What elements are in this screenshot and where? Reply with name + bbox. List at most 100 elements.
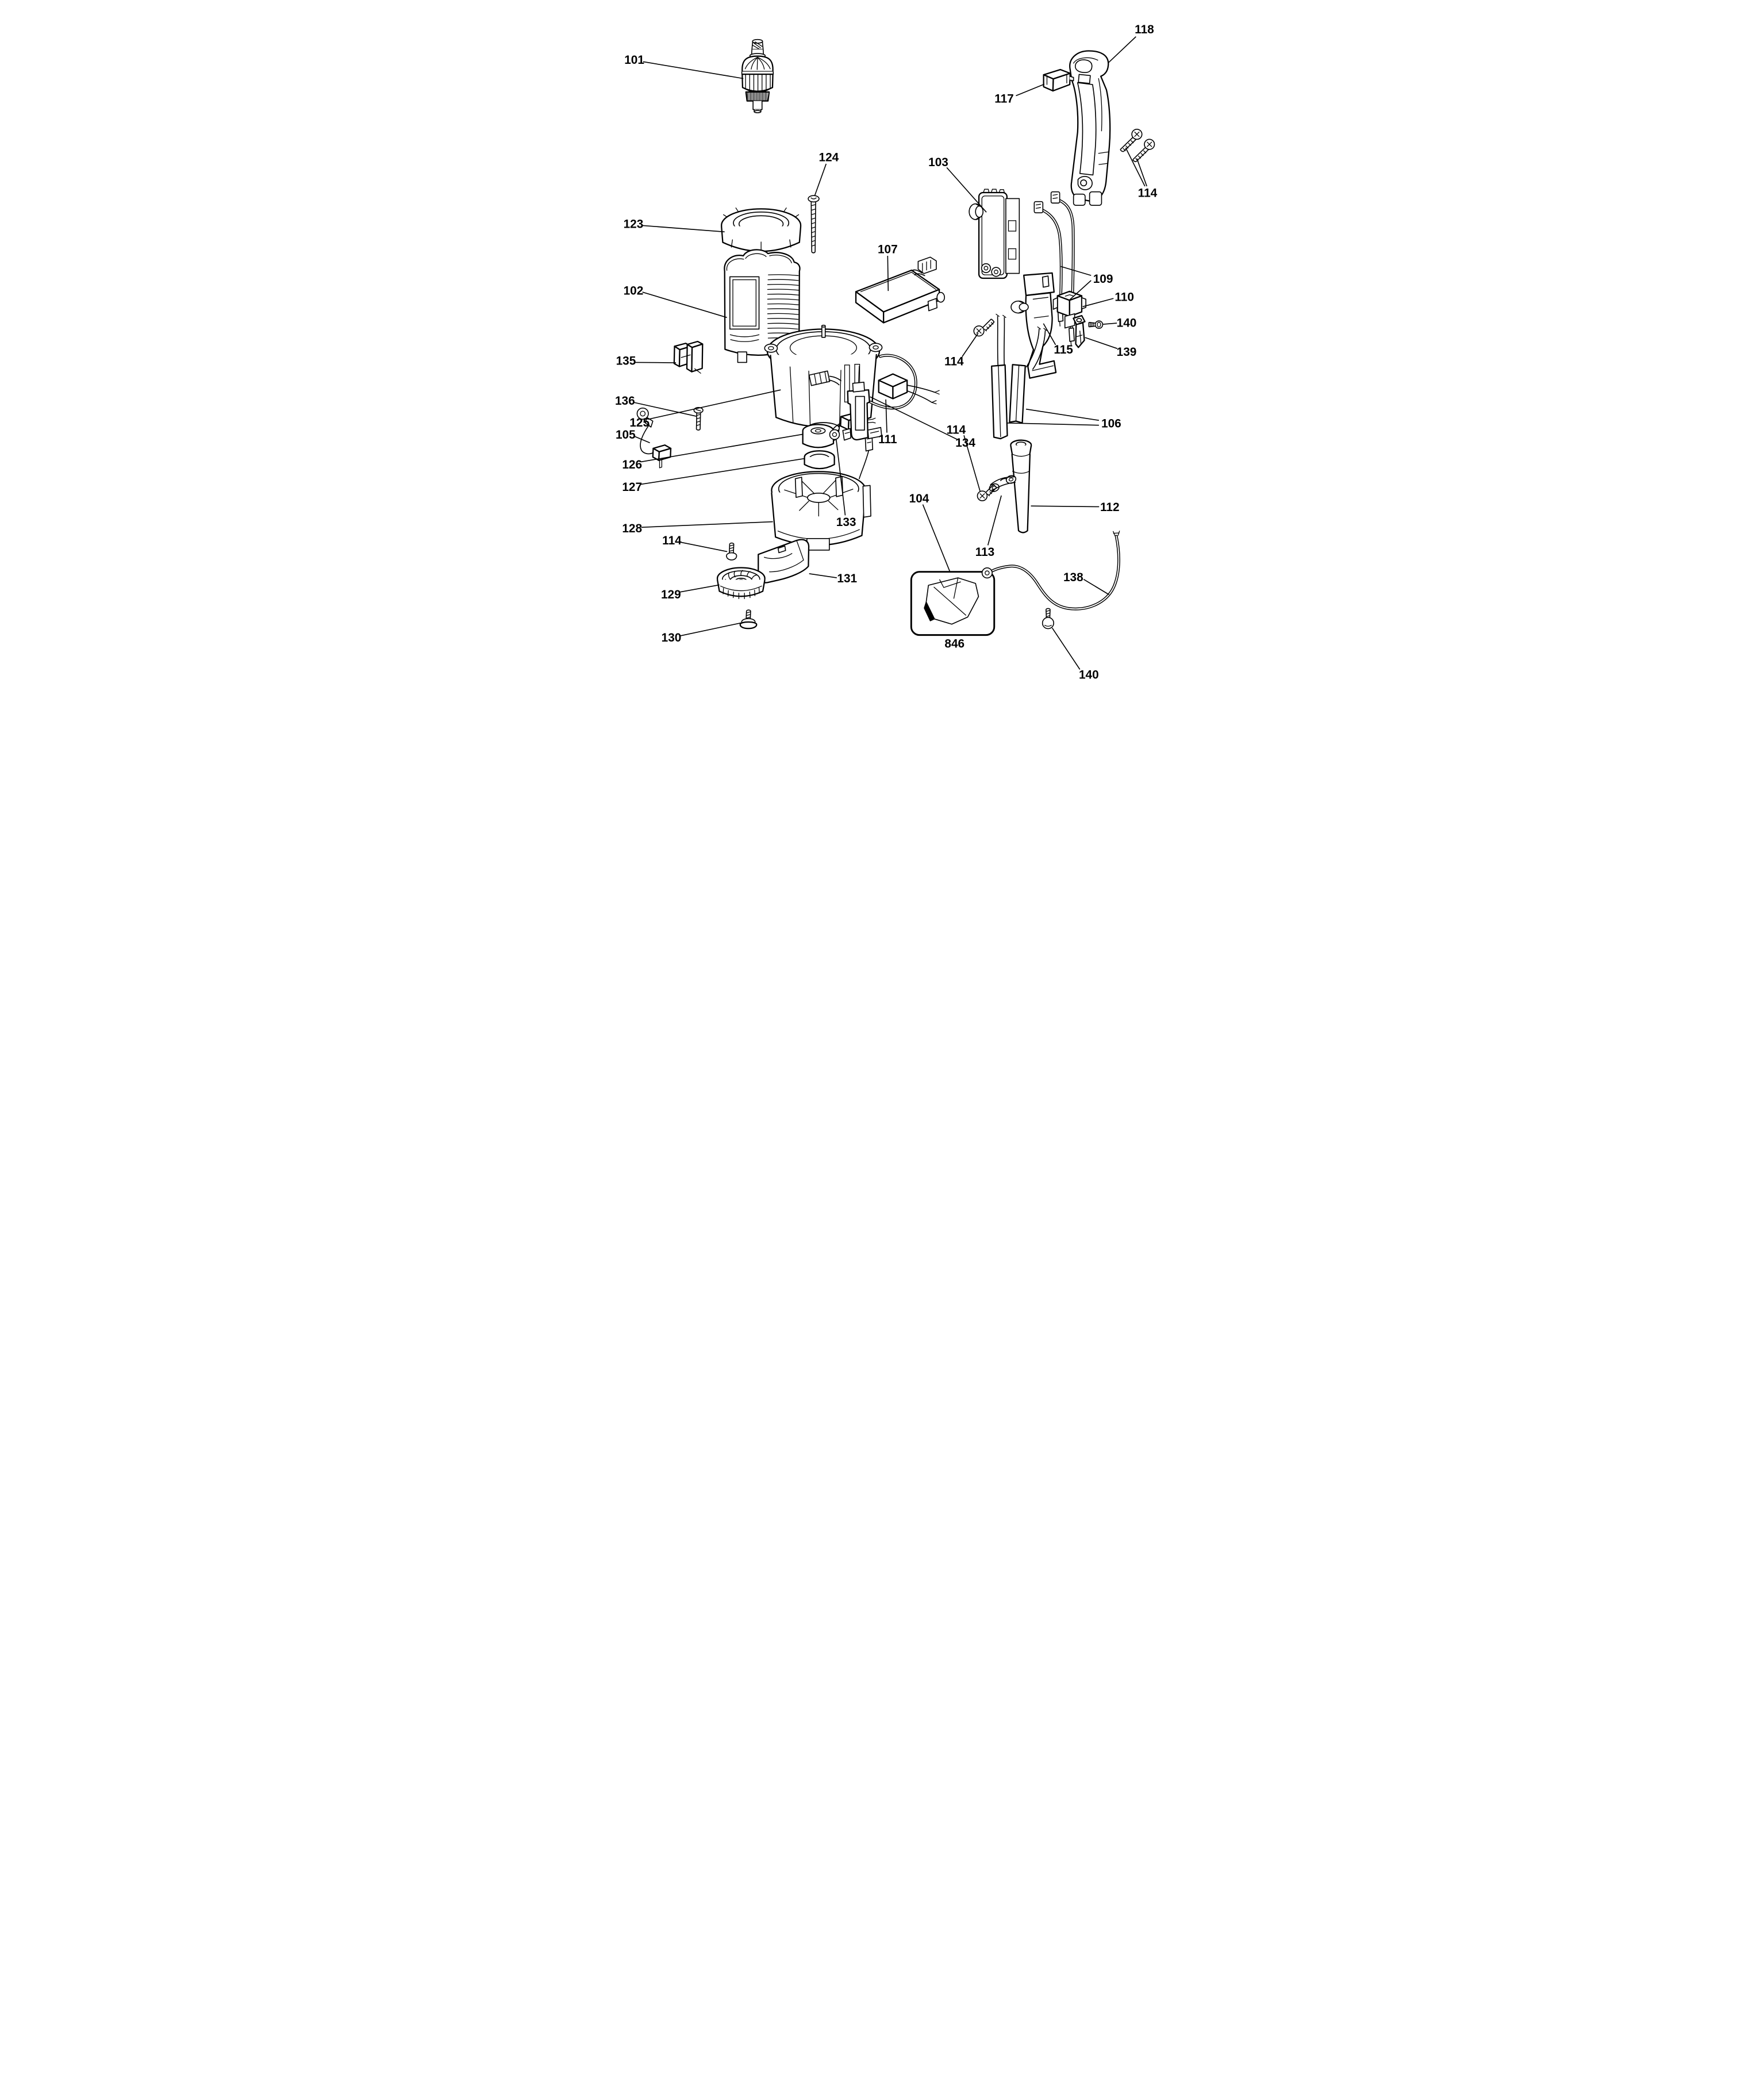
leader-line-114-b	[963, 435, 981, 492]
part-label-128: 128	[622, 522, 642, 535]
ring-127-drawing	[804, 450, 835, 470]
screw-130-drawing	[739, 609, 758, 629]
switch-103-drawing	[969, 189, 1020, 279]
leader-line-102	[642, 291, 727, 318]
brush-lead-105-drawing	[636, 407, 672, 469]
leader-line-113	[987, 495, 1002, 546]
leader-line-130	[680, 622, 743, 636]
ground-wire-138-drawing	[981, 531, 1120, 611]
bearing-126-drawing	[802, 424, 835, 448]
screw-114-bottom-drawing	[977, 484, 997, 501]
leader-line-134	[870, 396, 958, 440]
part-label-131: 131	[837, 572, 857, 585]
part-label-125: 125	[629, 416, 650, 429]
strain-relief-112-drawing	[1010, 439, 1032, 533]
handle-118-drawing	[1069, 50, 1111, 206]
wires-109-drawing	[1033, 191, 1075, 347]
part-label-126: 126	[622, 458, 642, 471]
part-label-133: 133	[836, 516, 856, 529]
leader-line-106	[1025, 408, 1100, 421]
leader-line-133	[836, 439, 846, 516]
part-label-109: 109	[1093, 272, 1113, 286]
screw-114-bottomleft-drawing	[726, 542, 737, 560]
leader-line-114-t-1	[1136, 158, 1147, 187]
fan-129-drawing	[716, 567, 766, 600]
part-label-117: 117	[994, 92, 1014, 105]
leader-line-109	[1060, 266, 1092, 276]
leader-line-114-m	[962, 333, 979, 358]
leader-line-114-bl	[681, 542, 728, 552]
exploded-parts-diagram: 1011241231021351361051251261271281141311…	[594, 0, 1166, 684]
part-label-101: 101	[624, 53, 644, 67]
part-label-102: 102	[624, 285, 644, 298]
leader-line-103	[946, 167, 987, 213]
part-label-103: 103	[928, 156, 948, 169]
leader-line-139	[1085, 337, 1118, 350]
cords-106-drawing	[991, 313, 1047, 440]
armature-drawing	[741, 39, 774, 113]
part-label-140-b: 140	[1079, 668, 1099, 681]
leader-line-138	[1083, 579, 1109, 596]
leader-line-118	[1108, 36, 1136, 63]
leader-line-125	[648, 389, 781, 420]
leader-line-127	[640, 458, 805, 485]
bracket-115-drawing	[1010, 272, 1057, 379]
leader-line-135	[635, 362, 677, 363]
housing-125-drawing	[764, 324, 917, 443]
leader-line-140-b	[1051, 627, 1081, 670]
part-label-105: 105	[616, 428, 636, 442]
leader-line-109-1	[1068, 280, 1092, 301]
leader-line-140-t	[1102, 323, 1117, 325]
part-label-114-m: 114	[944, 355, 964, 368]
holder-134-drawing	[842, 382, 882, 441]
leader-line-115	[1043, 323, 1056, 345]
part-label-135: 135	[616, 355, 636, 368]
part-label-140-t: 140	[1117, 316, 1137, 329]
bag-846-drawing	[910, 571, 996, 636]
screw-140-top-drawing	[1088, 320, 1104, 329]
leader-line-124	[814, 163, 827, 196]
part-label-104: 104	[909, 492, 929, 505]
part-label-110: 110	[1115, 290, 1134, 304]
screw-124-drawing	[808, 195, 820, 254]
clamp-113-drawing	[989, 475, 1017, 492]
part-label-124: 124	[819, 151, 839, 164]
part-label-846: 846	[944, 637, 964, 650]
screws-114-top-drawing	[1120, 128, 1155, 162]
leader-line-114-t	[1125, 147, 1146, 187]
baffle-128-drawing	[771, 434, 874, 551]
leader-line-110	[1082, 298, 1114, 308]
part-label-139: 139	[1117, 345, 1137, 359]
module-107-drawing	[855, 256, 946, 324]
ring-123-drawing	[721, 208, 802, 252]
brush-boxes-135-drawing	[673, 340, 704, 374]
callouts-layer: 1011241231021351361051251261271281141311…	[615, 23, 1158, 682]
part-label-123: 123	[624, 218, 644, 231]
leader-line-131	[809, 573, 837, 578]
part-label-134: 134	[955, 436, 975, 450]
part-label-115: 115	[1054, 343, 1073, 356]
part-label-111: 111	[878, 433, 897, 446]
part-label-114-b: 114	[947, 423, 966, 436]
screw-140-bottom-drawing	[1042, 608, 1054, 629]
part-label-106: 106	[1101, 417, 1121, 431]
part-label-127: 127	[622, 481, 642, 494]
key-139-drawing	[1073, 314, 1086, 348]
screw-136-drawing	[693, 406, 704, 431]
part-label-138: 138	[1063, 571, 1083, 584]
leader-line-104	[922, 504, 951, 573]
part-label-130: 130	[662, 631, 682, 644]
box-111-drawing	[878, 373, 940, 405]
leader-line-107	[887, 255, 889, 291]
part-label-114-t: 114	[1138, 187, 1158, 200]
clip-117-drawing	[1043, 68, 1074, 92]
leader-line-123	[642, 225, 725, 233]
leader-line-136	[633, 402, 697, 417]
leader-line-126	[640, 433, 804, 463]
leader-line-129	[680, 584, 720, 593]
part-label-129: 129	[661, 588, 681, 601]
leader-line-117	[1016, 83, 1045, 97]
part-label-107: 107	[878, 243, 898, 256]
block-110-drawing	[1052, 290, 1086, 329]
